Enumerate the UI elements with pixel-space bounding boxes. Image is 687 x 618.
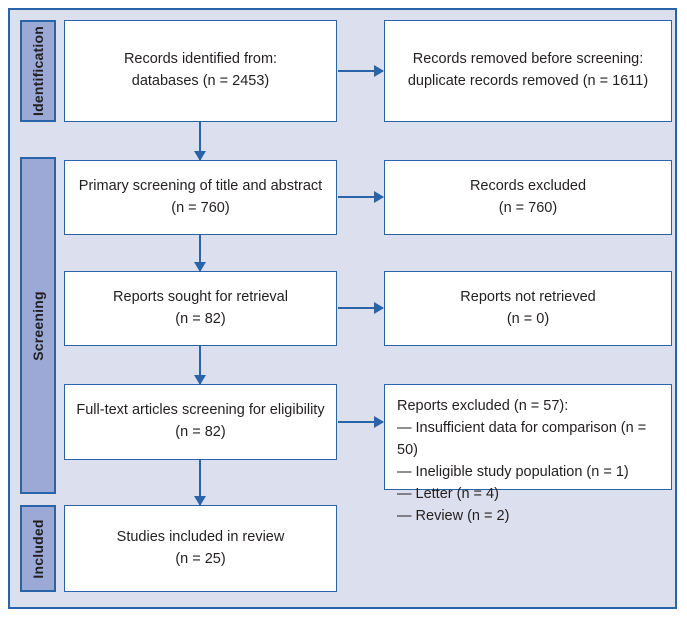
arrowhead-right-icon	[374, 416, 384, 428]
box-reports-sought: Reports sought for retrieval (n = 82)	[64, 271, 337, 346]
box-records-removed-text: Records removed before screening: duplic…	[407, 51, 649, 89]
box-records-removed: Records removed before screening: duplic…	[384, 20, 672, 122]
arrow-sought-to-fulltext	[194, 346, 206, 385]
box-reports-excluded-text: Reports excluded (n = 57): — Insufficien…	[397, 398, 647, 525]
box-primary-screening: Primary screening of title and abstract …	[64, 160, 337, 235]
arrowhead-right-icon	[374, 191, 384, 203]
box-records-identified: Records identified from: databases (n = …	[64, 20, 337, 122]
arrow-identified-to-primary	[194, 122, 206, 161]
arrow-fulltext-to-excluded	[338, 416, 384, 428]
arrow-identified-to-removed	[338, 65, 384, 77]
stage-tab-screening: Screening	[20, 157, 56, 494]
box-fulltext-screening-text: Full-text articles screening for eligibi…	[76, 402, 325, 440]
box-primary-screening-text: Primary screening of title and abstract …	[78, 177, 323, 216]
arrowhead-down-icon	[194, 496, 206, 506]
box-reports-excluded: Reports excluded (n = 57): — Insufficien…	[384, 384, 672, 524]
arrow-sought-to-not-retrieved	[338, 302, 384, 314]
stage-tab-included: Included	[20, 505, 56, 592]
box-records-excluded-text: Records excluded (n = 760)	[469, 177, 587, 216]
stage-tab-screening-label: Screening	[30, 290, 46, 361]
stage-tab-included-label: Included	[30, 518, 46, 579]
arrowhead-down-icon	[194, 151, 206, 161]
arrowhead-down-icon	[194, 262, 206, 272]
box-reports-not-retrieved-text: Reports not retrieved (n = 0)	[460, 288, 596, 327]
box-reports-sought-text: Reports sought for retrieval (n = 82)	[113, 288, 288, 327]
box-fulltext-screening: Full-text articles screening for eligibi…	[64, 384, 337, 460]
arrow-fulltext-to-included	[194, 460, 206, 506]
box-records-identified-text: Records identified from: databases (n = …	[123, 51, 278, 89]
arrowhead-right-icon	[374, 65, 384, 77]
arrowhead-down-icon	[194, 375, 206, 385]
box-studies-included: Studies included in review (n = 25)	[64, 505, 337, 592]
stage-tab-identification-label: Identification	[30, 26, 46, 116]
box-studies-included-text: Studies included in review (n = 25)	[116, 528, 285, 567]
box-records-excluded: Records excluded (n = 760)	[384, 160, 672, 235]
stage-tab-identification: Identification	[20, 20, 56, 122]
prisma-flow-diagram: Identification Screening Included Record…	[8, 8, 677, 609]
arrowhead-right-icon	[374, 302, 384, 314]
arrow-primary-to-sought	[194, 235, 206, 272]
arrow-primary-to-excluded	[338, 191, 384, 203]
box-reports-not-retrieved: Reports not retrieved (n = 0)	[384, 271, 672, 346]
